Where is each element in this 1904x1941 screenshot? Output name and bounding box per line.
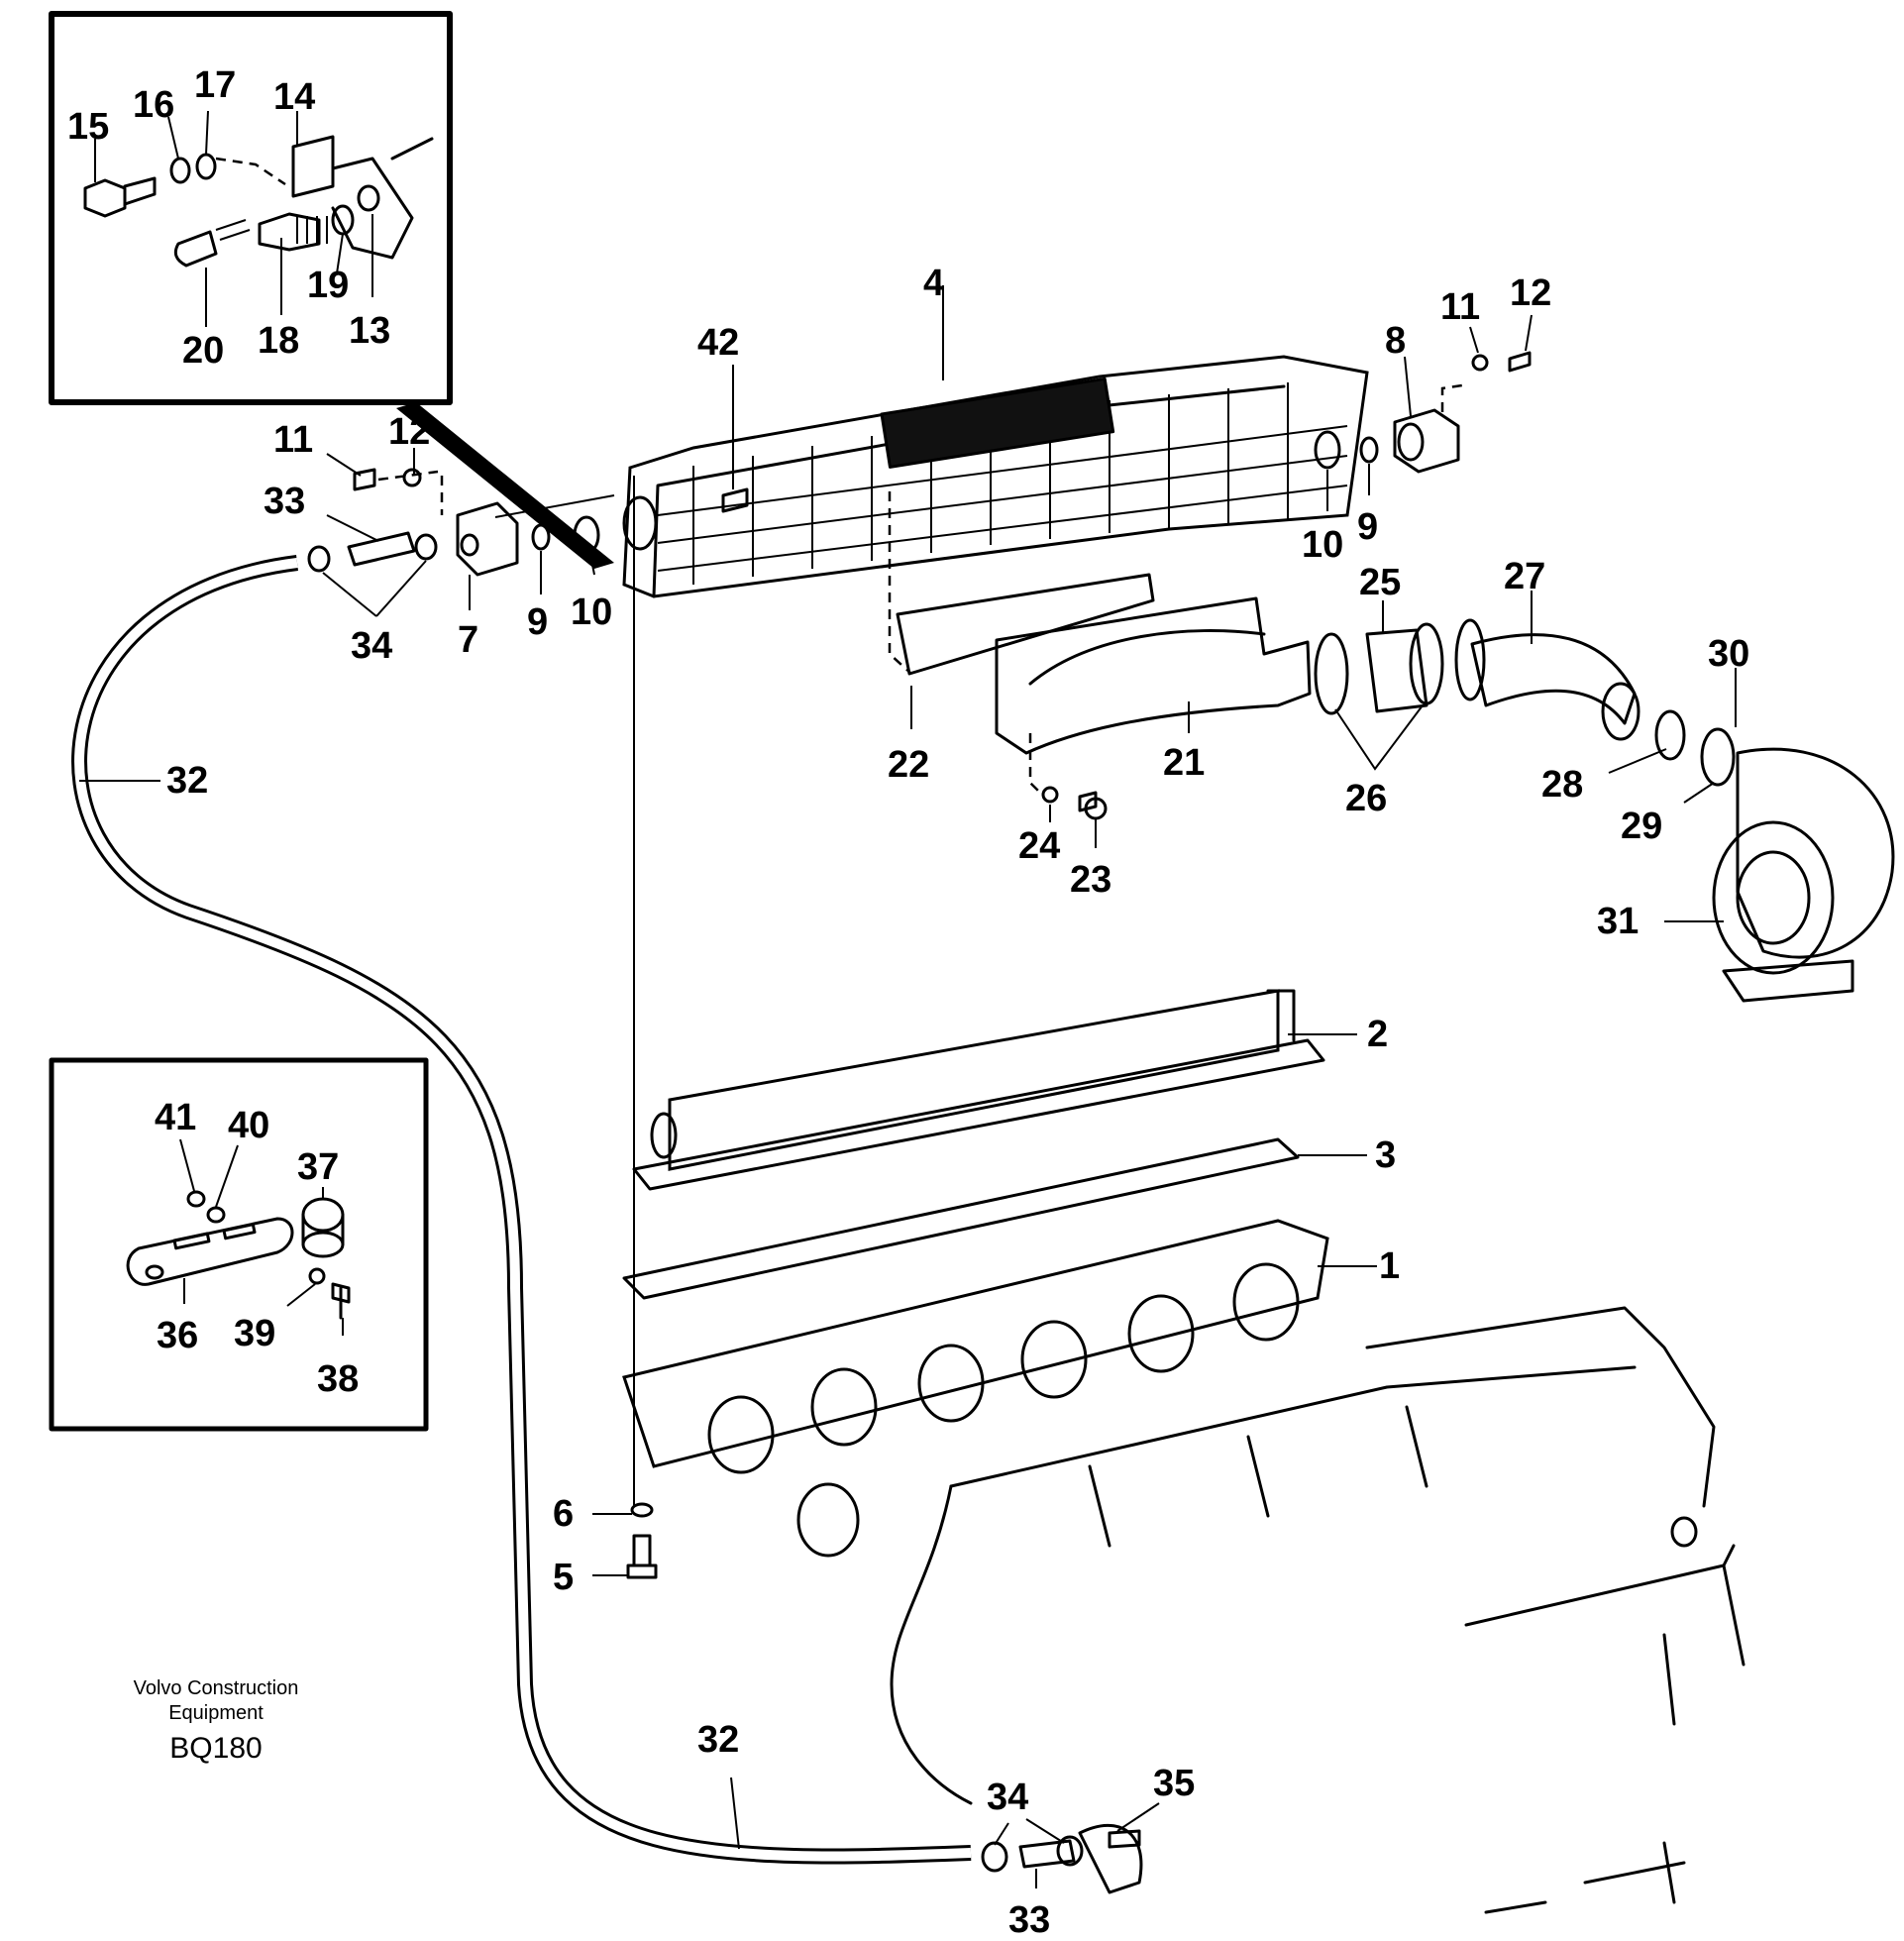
charge-air-cooler xyxy=(632,989,1325,1191)
caption-line-2: Equipment xyxy=(168,1702,264,1724)
elbow-hose xyxy=(1470,633,1736,787)
turbocharger xyxy=(1712,747,1895,1003)
label-17: 17 xyxy=(194,64,236,106)
label-9-right: 9 xyxy=(1357,506,1378,548)
inlet-pipe-assembly xyxy=(888,491,1312,820)
label-23: 23 xyxy=(1070,859,1111,901)
label-35: 35 xyxy=(1153,1763,1195,1804)
label-41: 41 xyxy=(155,1097,196,1138)
label-13: 13 xyxy=(349,310,390,352)
label-12-right: 12 xyxy=(1510,272,1551,314)
label-24: 24 xyxy=(1018,825,1060,867)
label-25: 25 xyxy=(1359,562,1401,603)
label-42: 42 xyxy=(697,322,739,364)
inset-hose-bracket xyxy=(49,1057,429,1432)
label-1: 1 xyxy=(1379,1245,1400,1287)
label-4: 4 xyxy=(923,263,944,304)
label-34-lower: 34 xyxy=(987,1777,1028,1818)
label-36: 36 xyxy=(157,1315,198,1356)
label-32-lower: 32 xyxy=(697,1719,739,1761)
label-8: 8 xyxy=(1385,320,1406,362)
intercooler-housing xyxy=(622,355,1369,598)
label-14: 14 xyxy=(273,76,315,118)
clamps-and-sleeve xyxy=(1314,618,1486,715)
label-2: 2 xyxy=(1367,1014,1388,1055)
inset-pointer xyxy=(396,402,614,569)
label-22: 22 xyxy=(888,744,929,786)
label-32-upper: 32 xyxy=(166,760,208,802)
right-fittings xyxy=(1314,351,1532,474)
label-27: 27 xyxy=(1504,556,1545,597)
upper-hose-fitting xyxy=(307,531,438,573)
label-15: 15 xyxy=(67,106,109,148)
left-fittings xyxy=(353,468,615,577)
label-40: 40 xyxy=(228,1105,269,1146)
label-26: 26 xyxy=(1345,778,1387,819)
label-21: 21 xyxy=(1163,742,1205,784)
label-29: 29 xyxy=(1621,806,1662,847)
label-30: 30 xyxy=(1708,633,1749,675)
label-7: 7 xyxy=(458,619,478,661)
label-20: 20 xyxy=(182,330,224,372)
label-10-right: 10 xyxy=(1302,524,1343,566)
label-28: 28 xyxy=(1541,764,1583,806)
caption-code: BQ180 xyxy=(169,1732,262,1765)
caption-line-1: Volvo Construction xyxy=(134,1677,299,1699)
label-38: 38 xyxy=(317,1358,359,1400)
label-11-right: 11 xyxy=(1440,286,1480,328)
label-31: 31 xyxy=(1597,901,1639,942)
label-11-left: 11 xyxy=(273,419,313,461)
label-6: 6 xyxy=(553,1493,574,1535)
hose-32 xyxy=(74,558,972,1862)
lower-hose-fitting xyxy=(981,1823,1143,1894)
intake-manifold xyxy=(622,1219,1329,1558)
gasket-3 xyxy=(622,1137,1300,1300)
label-33-upper: 33 xyxy=(264,481,305,522)
label-18: 18 xyxy=(258,320,299,362)
inset-drain-valve: 15 16 17 14 19 13 18 20 xyxy=(49,11,453,405)
label-12-left: 12 xyxy=(388,411,430,453)
engine-block xyxy=(890,1306,1745,1914)
label-10-left: 10 xyxy=(571,592,612,633)
label-37: 37 xyxy=(297,1146,339,1188)
label-34-upper: 34 xyxy=(351,625,392,667)
label-39: 39 xyxy=(234,1313,275,1354)
label-3: 3 xyxy=(1375,1134,1396,1176)
label-19: 19 xyxy=(307,265,349,306)
label-16: 16 xyxy=(133,84,174,126)
label-5: 5 xyxy=(553,1557,574,1598)
label-9-left: 9 xyxy=(527,601,548,643)
label-33-lower: 33 xyxy=(1008,1899,1050,1941)
